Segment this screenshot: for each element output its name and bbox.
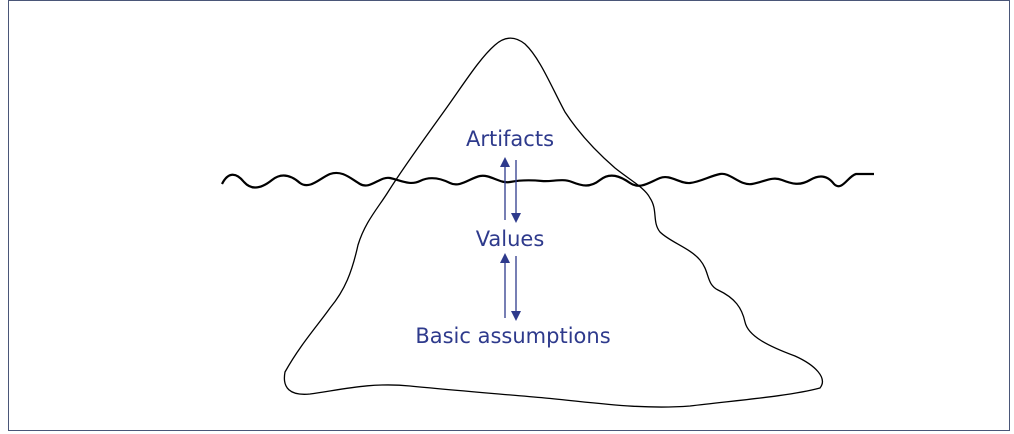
iceberg-outline xyxy=(283,37,823,408)
water-line xyxy=(221,171,874,189)
slide-frame xyxy=(8,0,1010,431)
label-artifacts: Artifacts xyxy=(466,127,554,151)
label-basic-assumptions: Basic assumptions xyxy=(415,324,610,348)
label-values: Values xyxy=(476,227,545,251)
